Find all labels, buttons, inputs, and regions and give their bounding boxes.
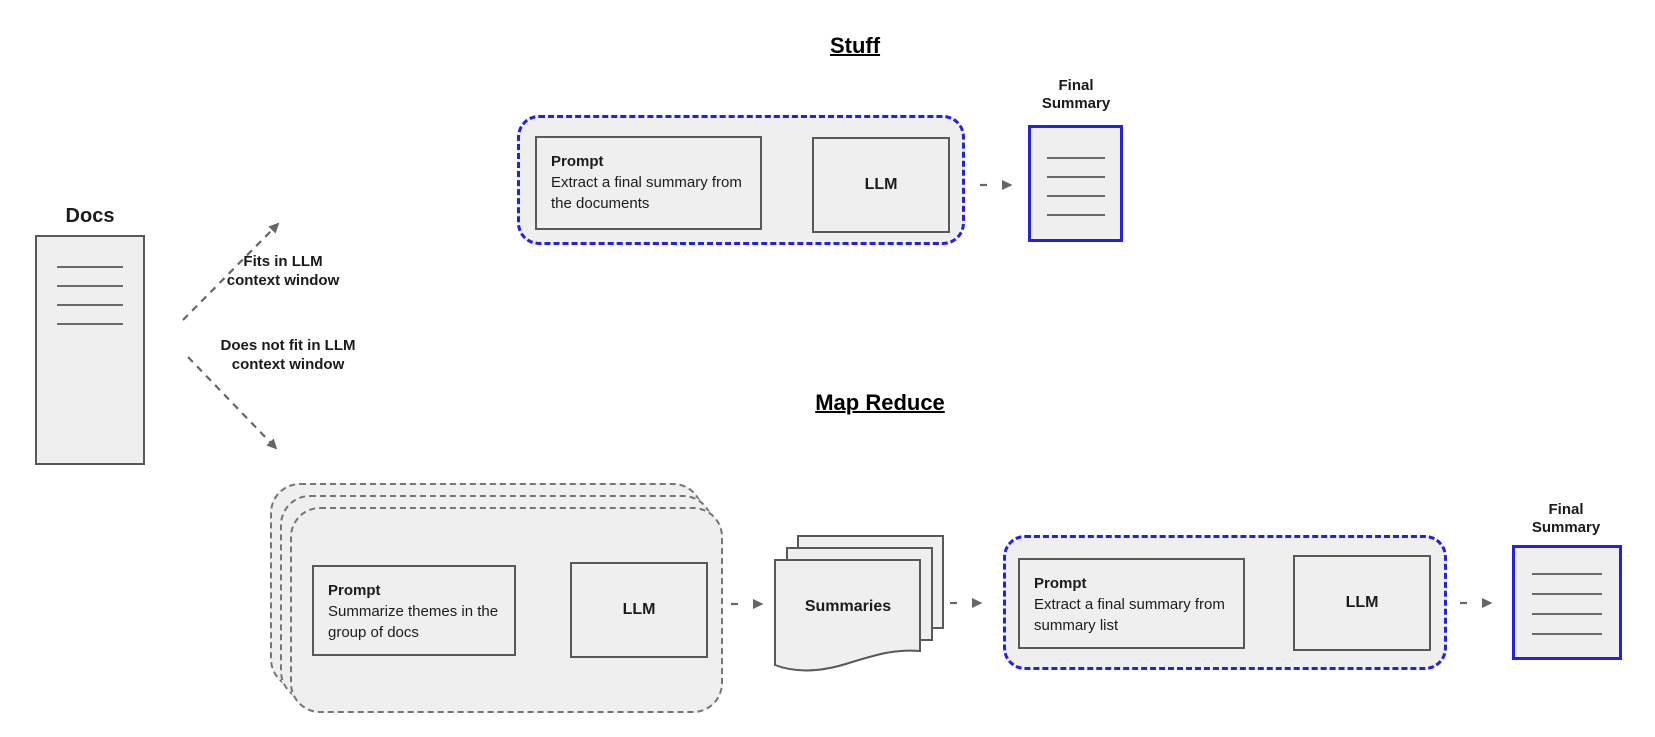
reduce-llm-box: LLM	[1293, 555, 1431, 651]
stuff-final-summary-label: Final Summary	[1041, 77, 1111, 112]
stuff-prompt-box: Prompt Extract a final summary from the …	[535, 136, 762, 230]
stuff-prompt-body: Extract a final summary from the documen…	[551, 174, 742, 212]
summaries-label: Summaries	[804, 598, 892, 615]
map-prompt-box: Prompt Summarize themes in the group of …	[312, 565, 516, 656]
reduce-final-summary-doc	[1512, 545, 1622, 660]
does-not-fit-branch-label: Does not fit in LLM context window	[220, 337, 356, 373]
map-reduce-title: Map Reduce	[815, 390, 945, 415]
reduce-final-summary-label: Final Summary	[1531, 501, 1601, 536]
summaries-stack-icon	[774, 535, 944, 672]
stuff-title: Stuff	[829, 33, 881, 58]
map-prompt-heading: Prompt	[328, 582, 381, 599]
docs-label: Docs	[65, 205, 115, 227]
docs-document-icon	[35, 235, 145, 465]
stuff-llm-box: LLM	[812, 137, 950, 233]
reduce-prompt-box: Prompt Extract a final summary from summ…	[1018, 558, 1245, 649]
stuff-prompt-heading: Prompt	[551, 153, 604, 170]
map-prompt-body: Summarize themes in the group of docs	[328, 603, 499, 641]
reduce-prompt-body: Extract a final summary from summary lis…	[1034, 596, 1225, 634]
reduce-prompt-heading: Prompt	[1034, 575, 1087, 592]
map-llm-box: LLM	[570, 562, 708, 658]
stuff-final-summary-doc	[1028, 125, 1123, 242]
fits-branch-label: Fits in LLM context window	[226, 253, 340, 289]
